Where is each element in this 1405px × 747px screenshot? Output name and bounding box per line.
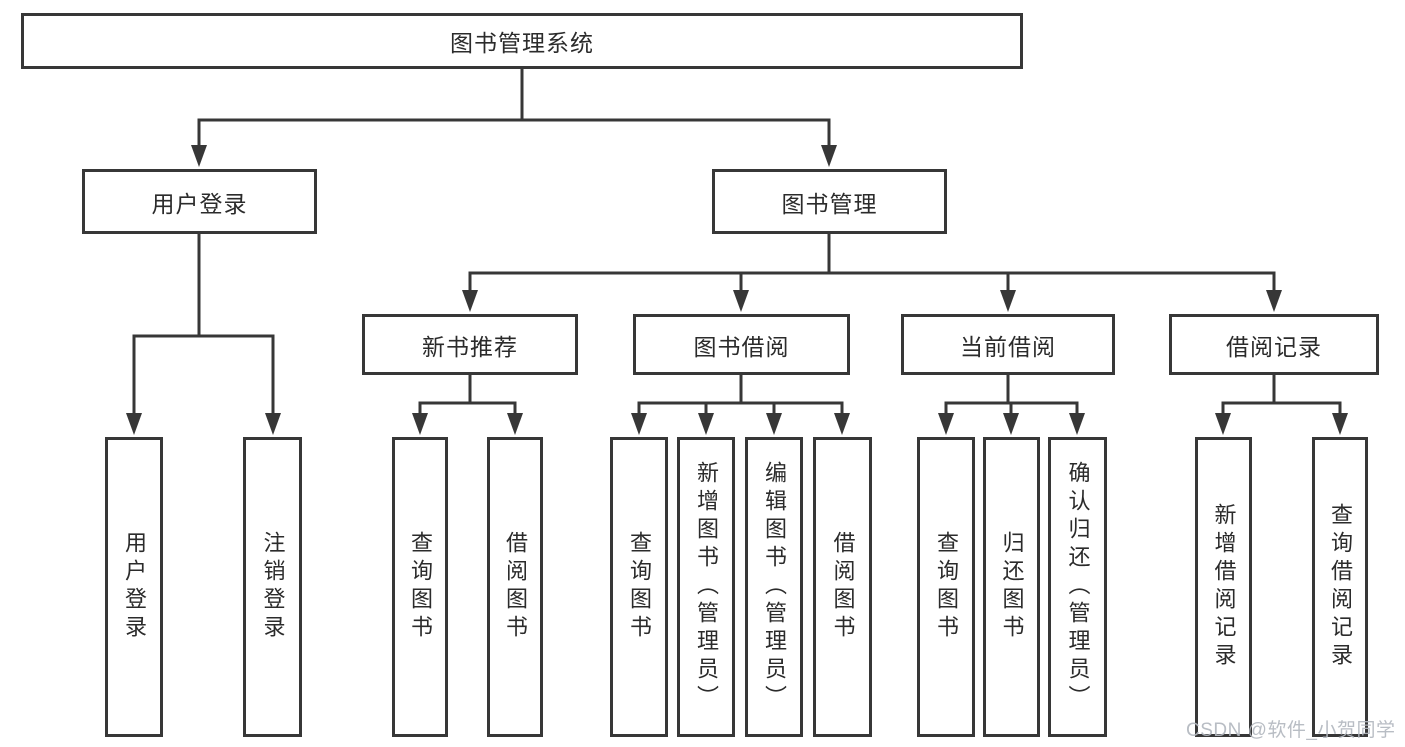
- arrow-user-login: [191, 145, 207, 167]
- node-borrow-record-label: 借阅记录: [1226, 333, 1322, 360]
- arrow-leaf-b2: [507, 413, 523, 435]
- node-book-borrow: 图书借阅: [633, 314, 850, 375]
- leaf-query-book-rec-label: 查询图书: [408, 531, 433, 643]
- arrow-newbook: [462, 290, 478, 312]
- node-root: 图书管理系统: [21, 13, 1023, 69]
- node-root-label: 图书管理系统: [450, 30, 594, 56]
- leaf-borrow-book: 借阅图书: [813, 437, 872, 737]
- arrow-currentborrow: [1000, 290, 1016, 312]
- arrow-leaf-c1: [631, 413, 647, 435]
- arrow-book-mgmt: [821, 145, 837, 167]
- arrow-borrowrecord: [1266, 290, 1282, 312]
- leaf-query-book-borrow-label: 查询图书: [627, 531, 652, 643]
- node-current-borrow-label: 当前借阅: [960, 333, 1056, 360]
- leaf-user-login-label: 用户登录: [122, 531, 147, 643]
- arrow-leaf-a2: [265, 413, 281, 435]
- arrow-leaf-c4: [834, 413, 850, 435]
- leaf-logout-label: 注销登录: [260, 531, 286, 643]
- leaf-confirm-return-admin-label: 确认归还（管理员）: [1065, 461, 1091, 713]
- arrow-leaf-d1: [938, 413, 954, 435]
- leaf-edit-book-admin: 编辑图书（管理员）: [745, 437, 803, 737]
- leaf-return-book: 归还图书: [983, 437, 1040, 737]
- node-current-borrow: 当前借阅: [901, 314, 1115, 375]
- arrow-bookborrow: [733, 290, 749, 312]
- leaf-add-borrow-record-label: 新增借阅记录: [1211, 503, 1237, 671]
- arrow-leaf-c2: [698, 413, 714, 435]
- node-borrow-record: 借阅记录: [1169, 314, 1379, 375]
- leaf-edit-book-admin-label: 编辑图书（管理员）: [762, 461, 787, 713]
- node-book-borrow-label: 图书借阅: [693, 333, 790, 360]
- leaf-add-book-admin: 新增图书（管理员）: [677, 437, 735, 737]
- arrow-leaf-a1: [126, 413, 142, 435]
- node-user-login-label: 用户登录: [151, 190, 248, 217]
- arrowheads: [126, 145, 1348, 435]
- leaf-query-book-current: 查询图书: [917, 437, 975, 737]
- node-book-mgmt: 图书管理: [712, 169, 947, 234]
- arrow-leaf-e1: [1215, 413, 1231, 435]
- node-book-mgmt-label: 图书管理: [781, 190, 878, 217]
- leaf-borrow-book-rec-label: 借阅图书: [503, 531, 528, 643]
- leaf-borrow-book-label: 借阅图书: [830, 531, 856, 643]
- leaf-confirm-return-admin: 确认归还（管理员）: [1048, 437, 1107, 737]
- leaf-return-book-label: 归还图书: [999, 531, 1025, 643]
- arrow-leaf-d3: [1069, 413, 1085, 435]
- leaf-query-borrow-record-label: 查询借阅记录: [1328, 503, 1353, 671]
- leaf-query-book-rec: 查询图书: [392, 437, 448, 737]
- arrow-leaf-b1: [412, 413, 428, 435]
- arrow-leaf-d2: [1003, 413, 1019, 435]
- leaf-logout: 注销登录: [243, 437, 302, 737]
- leaf-add-book-admin-label: 新增图书（管理员）: [694, 461, 719, 713]
- node-user-login: 用户登录: [82, 169, 317, 234]
- leaf-query-book-current-label: 查询图书: [934, 531, 959, 643]
- arrow-leaf-e2: [1332, 413, 1348, 435]
- node-new-book-rec-label: 新书推荐: [422, 333, 518, 360]
- leaf-query-book-borrow: 查询图书: [610, 437, 668, 737]
- leaf-add-borrow-record: 新增借阅记录: [1195, 437, 1252, 737]
- leaf-query-borrow-record: 查询借阅记录: [1312, 437, 1368, 737]
- leaf-user-login: 用户登录: [105, 437, 163, 737]
- leaf-borrow-book-rec: 借阅图书: [487, 437, 543, 737]
- arrow-leaf-c3: [766, 413, 782, 435]
- node-new-book-rec: 新书推荐: [362, 314, 578, 375]
- watermark: CSDN @软件_小贺同学: [1186, 720, 1396, 741]
